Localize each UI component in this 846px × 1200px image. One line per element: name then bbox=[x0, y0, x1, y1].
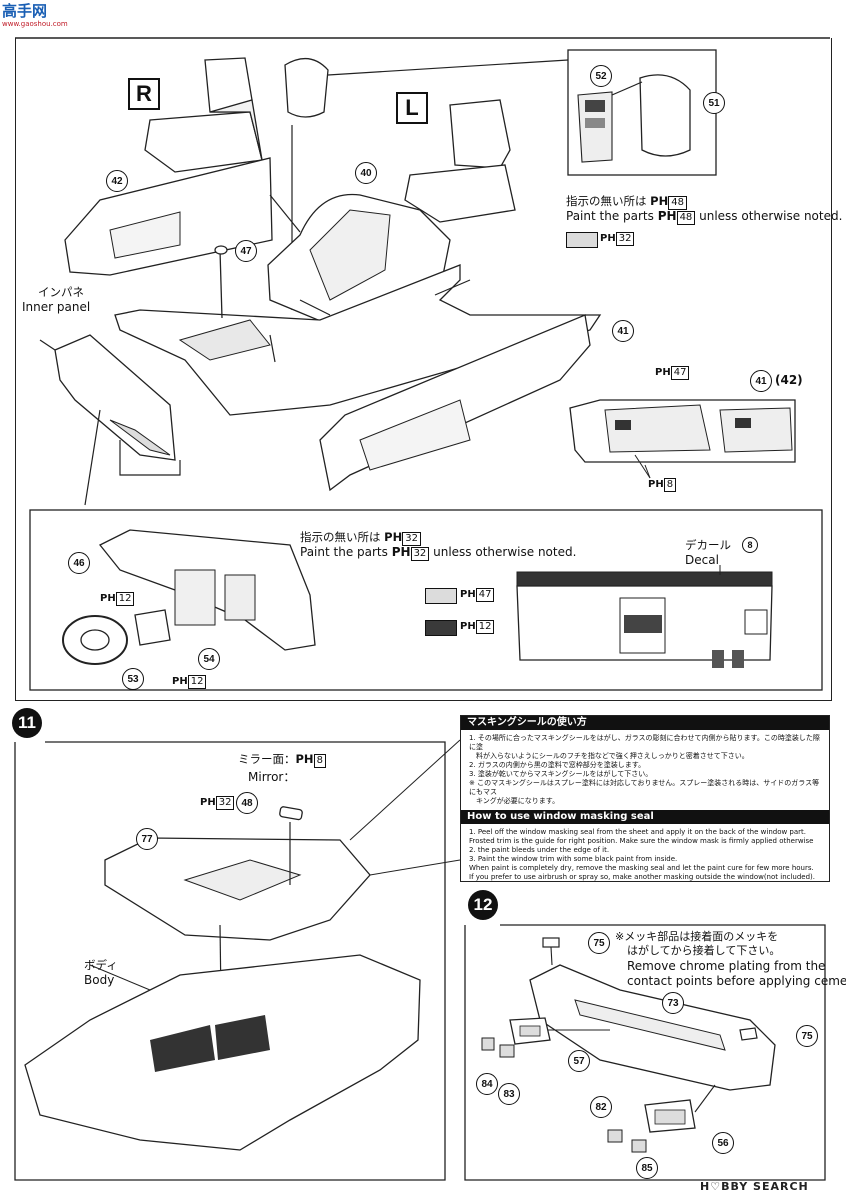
part-42: 42 bbox=[106, 170, 128, 192]
decal-number: 8 bbox=[742, 537, 758, 553]
part-41-detail: 41 bbox=[750, 370, 772, 392]
part-52: 52 bbox=[590, 65, 612, 87]
inner-panel-label-jp: インパネ bbox=[38, 285, 84, 299]
hobby-search-watermark: H♡BBY SEARCH bbox=[700, 1180, 809, 1193]
part-83: 83 bbox=[498, 1083, 520, 1105]
part-41: 41 bbox=[612, 320, 634, 342]
masking-jp-text: 1. その場所に合ったマスキングシールをはがし、ガラスの彫刻に合わせて内側から貼… bbox=[469, 734, 820, 805]
part-53: 53 bbox=[122, 668, 144, 690]
seat-l-drawing bbox=[404, 99, 516, 223]
part-48: 48 bbox=[236, 792, 258, 814]
right-side-label: R bbox=[128, 78, 160, 110]
chrome-note-en2: contact points before applying cement. bbox=[627, 974, 846, 988]
inner-panel-drawing bbox=[54, 334, 176, 461]
swatch-47 bbox=[425, 588, 457, 604]
site-url: www.gaoshou.com bbox=[2, 20, 68, 28]
chrome-note-jp: ※メッキ部品は接着面のメッキを bbox=[615, 930, 779, 943]
step-11-marker: 11 bbox=[12, 708, 42, 738]
left-side-label: L bbox=[396, 92, 428, 124]
masking-seal-instructions: マスキングシールの使い方 1. その場所に合ったマスキングシールをはがし、ガラス… bbox=[460, 715, 830, 882]
part-54: 54 bbox=[198, 648, 220, 670]
masking-title-en: How to use window masking seal bbox=[461, 810, 829, 824]
part-85: 85 bbox=[636, 1157, 658, 1179]
part-46: 46 bbox=[68, 552, 90, 574]
step-12-marker: 12 bbox=[468, 890, 498, 920]
part-47: 47 bbox=[235, 240, 257, 262]
steering-wheel-53-drawing bbox=[62, 615, 128, 665]
seat-r-drawing bbox=[144, 57, 263, 173]
part-77: 77 bbox=[136, 828, 158, 850]
part-75-b: 75 bbox=[796, 1025, 818, 1047]
chrome-note-jp2: はがしてから接着して下さい。 bbox=[627, 944, 781, 957]
part-84: 84 bbox=[476, 1073, 498, 1095]
part-73: 73 bbox=[662, 992, 684, 1014]
decal-label-en: Decal bbox=[685, 553, 719, 567]
part-42-detail: (42) bbox=[775, 373, 803, 387]
inner-panel-label-en: Inner panel bbox=[22, 300, 91, 314]
headrest-drawing bbox=[284, 58, 329, 118]
masking-title-jp: マスキングシールの使い方 bbox=[461, 716, 829, 730]
decal-dash-drawing bbox=[516, 565, 773, 668]
part-51: 51 bbox=[703, 92, 725, 114]
dashboard-inset-box bbox=[29, 509, 823, 691]
masking-en-text: 1. Peel off the window masking seal from… bbox=[469, 828, 816, 881]
floor-tub-drawing bbox=[114, 264, 602, 416]
part-75-a: 75 bbox=[588, 932, 610, 954]
swatch-12 bbox=[425, 620, 457, 636]
decal-label-jp: デカール bbox=[685, 538, 731, 552]
part-40: 40 bbox=[355, 162, 377, 184]
part-56: 56 bbox=[712, 1132, 734, 1154]
part-82: 82 bbox=[590, 1096, 612, 1118]
light-color-swatch bbox=[566, 232, 598, 248]
mirror-label-en: Mirror： bbox=[248, 770, 296, 784]
chrome-note-en: Remove chrome plating from the bbox=[627, 959, 826, 973]
site-logo: 高手网 bbox=[2, 2, 48, 20]
part-57: 57 bbox=[568, 1050, 590, 1072]
body-label-jp: ボディ bbox=[84, 958, 118, 972]
body-label-en: Body bbox=[84, 973, 115, 987]
